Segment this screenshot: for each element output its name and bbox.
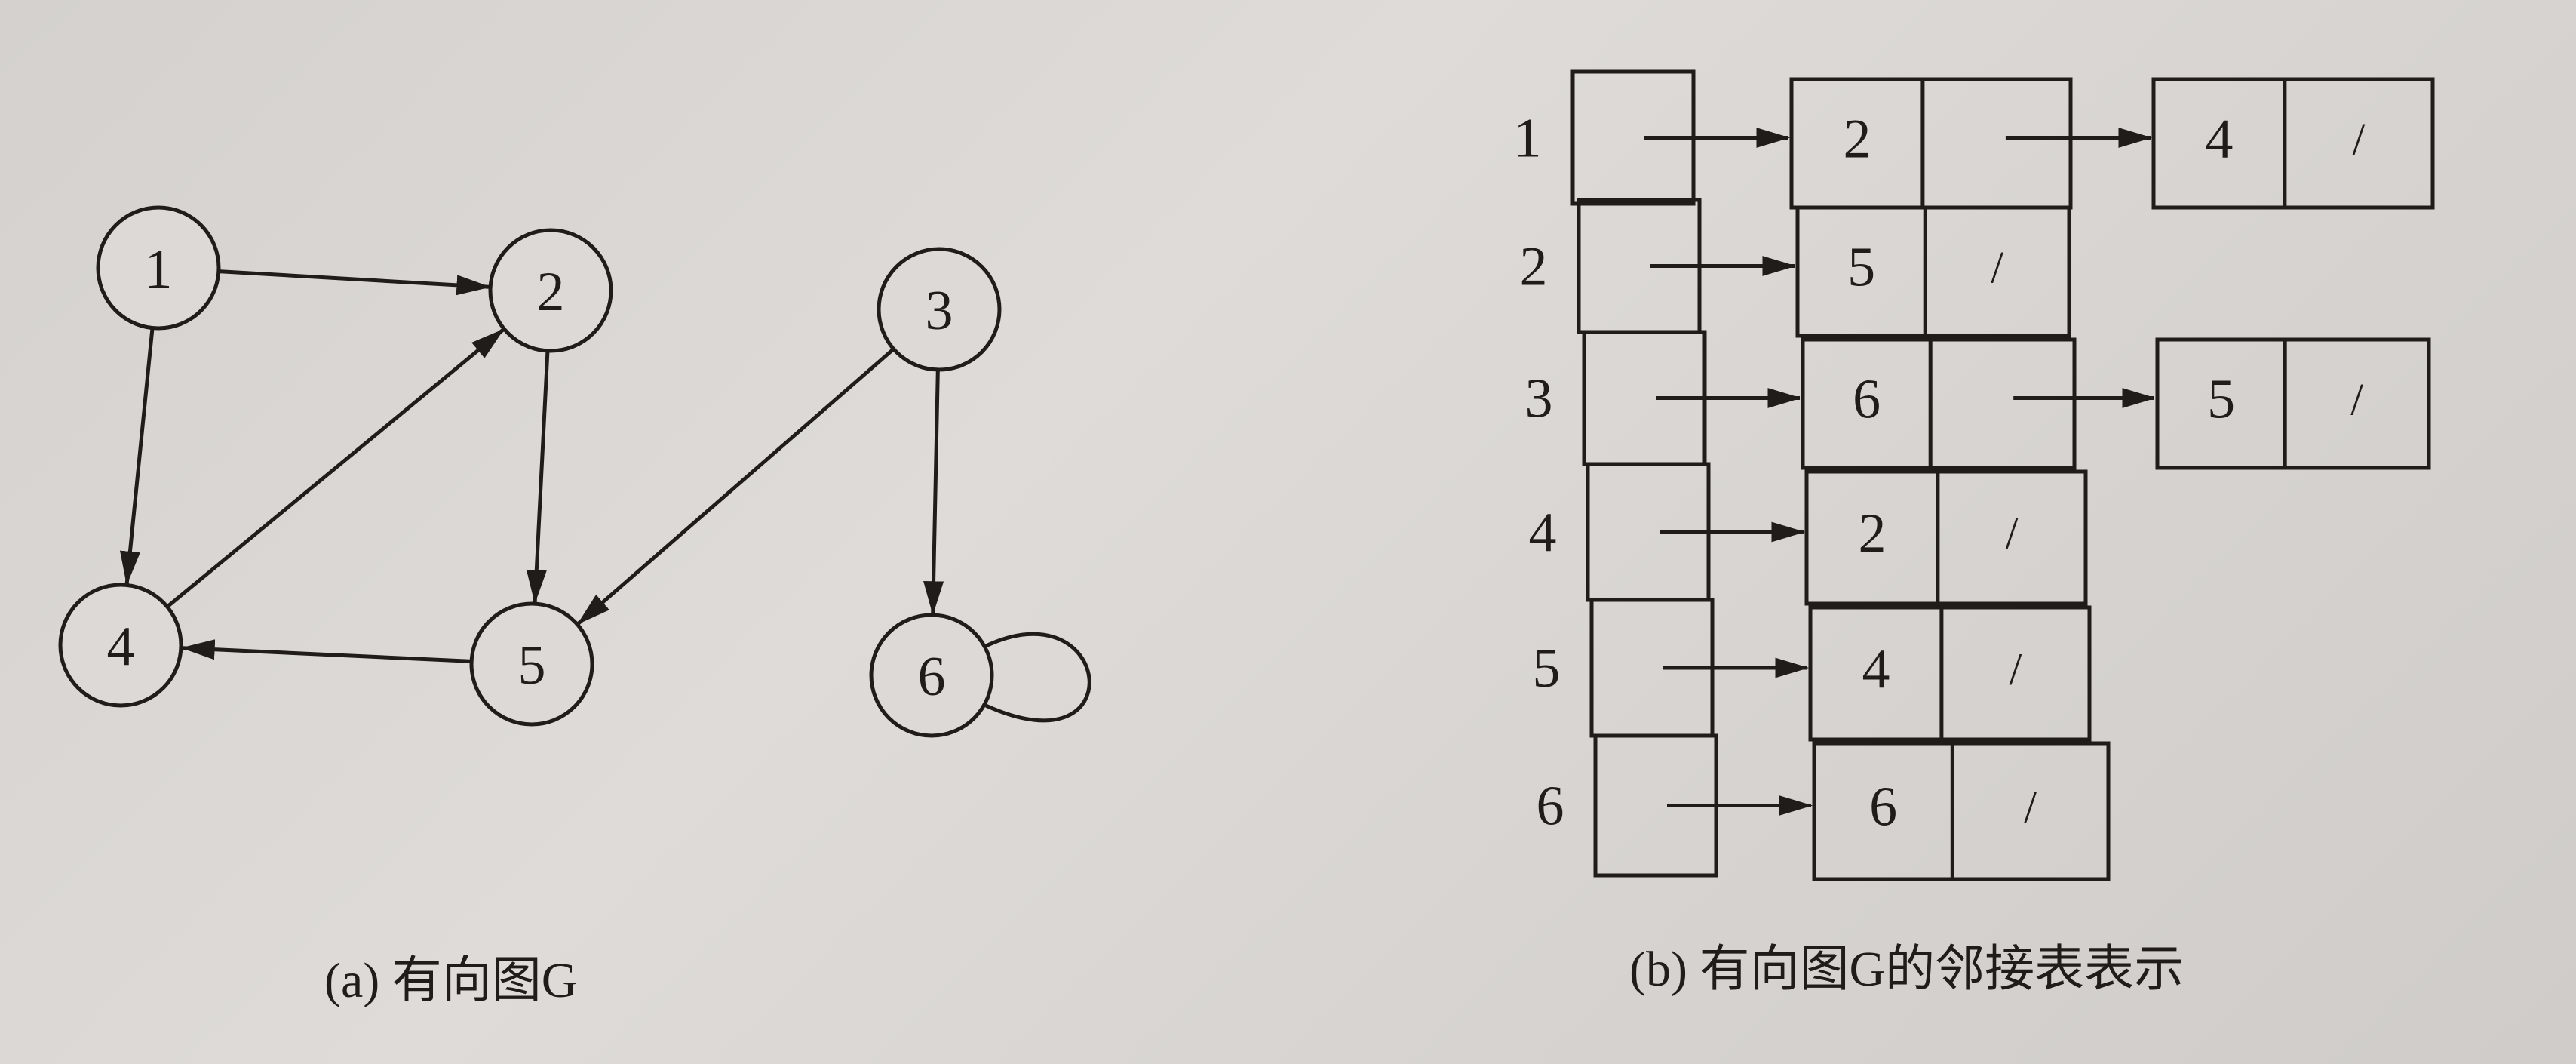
null-pointer-1: / (2353, 115, 2366, 165)
list-node-value-4-0: 2 (1858, 503, 1886, 564)
list-node-5-0: 4/ (1808, 605, 2092, 742)
list-node-value-1-0: 2 (1843, 109, 1871, 171)
node-6: 6 (869, 613, 994, 738)
edge-6-6 (950, 632, 1091, 723)
null-pointer-2: / (1991, 243, 2003, 293)
list-node-value-3-0: 6 (1853, 369, 1881, 431)
node-5: 5 (469, 601, 594, 727)
list-node-6-0: 6/ (1812, 741, 2111, 881)
list-node-value-5-0: 4 (1862, 638, 1890, 700)
edge-5-4 (180, 639, 472, 663)
list-node-1-0: 2 (1789, 77, 2073, 210)
edge-1-4 (119, 328, 155, 586)
list-node-value-2-0: 5 (1847, 237, 1875, 299)
node-6-label: 6 (918, 646, 946, 708)
node-1: 1 (96, 205, 221, 331)
vertex-label-4: 4 (1529, 502, 1557, 564)
null-pointer-5: / (2010, 644, 2022, 694)
node-3-label: 3 (926, 280, 953, 342)
edge-3-5 (577, 347, 895, 626)
caption-a: (a) 有向图G (324, 953, 578, 1008)
node-4-label: 4 (107, 616, 135, 678)
node-3: 3 (877, 247, 1002, 372)
list-node-2-0: 5/ (1795, 205, 2071, 338)
list-node-value-1-1: 4 (2205, 109, 2233, 171)
node-2-label: 2 (537, 261, 565, 323)
list-node-3-0: 6 (1801, 337, 2077, 470)
null-pointer-4: / (2006, 509, 2019, 558)
list-node-1-1: 4/ (2151, 77, 2435, 210)
vertex-label-1: 1 (1514, 108, 1542, 170)
node-1-label: 1 (145, 238, 173, 300)
vertex-label-3: 3 (1525, 368, 1553, 430)
edge-4-2 (166, 328, 505, 609)
list-node-4-0: 2/ (1804, 469, 2088, 606)
caption-b: (b) 有向图G的邻接表表示 (1629, 942, 2185, 997)
vertex-label-5: 5 (1533, 638, 1561, 700)
vertex-label-2: 2 (1520, 236, 1548, 298)
edge-3-6 (923, 369, 944, 616)
null-pointer-3: / (2350, 375, 2363, 425)
list-node-value-6-0: 6 (1869, 776, 1897, 838)
list-node-3-1: 5/ (2155, 337, 2431, 470)
node-2: 2 (488, 228, 613, 353)
edge-2-5 (526, 350, 550, 604)
edge-1-2 (218, 269, 491, 296)
vertex-label-6: 6 (1537, 776, 1564, 838)
list-node-value-3-1: 5 (2207, 369, 2235, 431)
node-5-label: 5 (518, 635, 546, 697)
node-4: 4 (58, 583, 183, 708)
null-pointer-6: / (2024, 783, 2037, 832)
